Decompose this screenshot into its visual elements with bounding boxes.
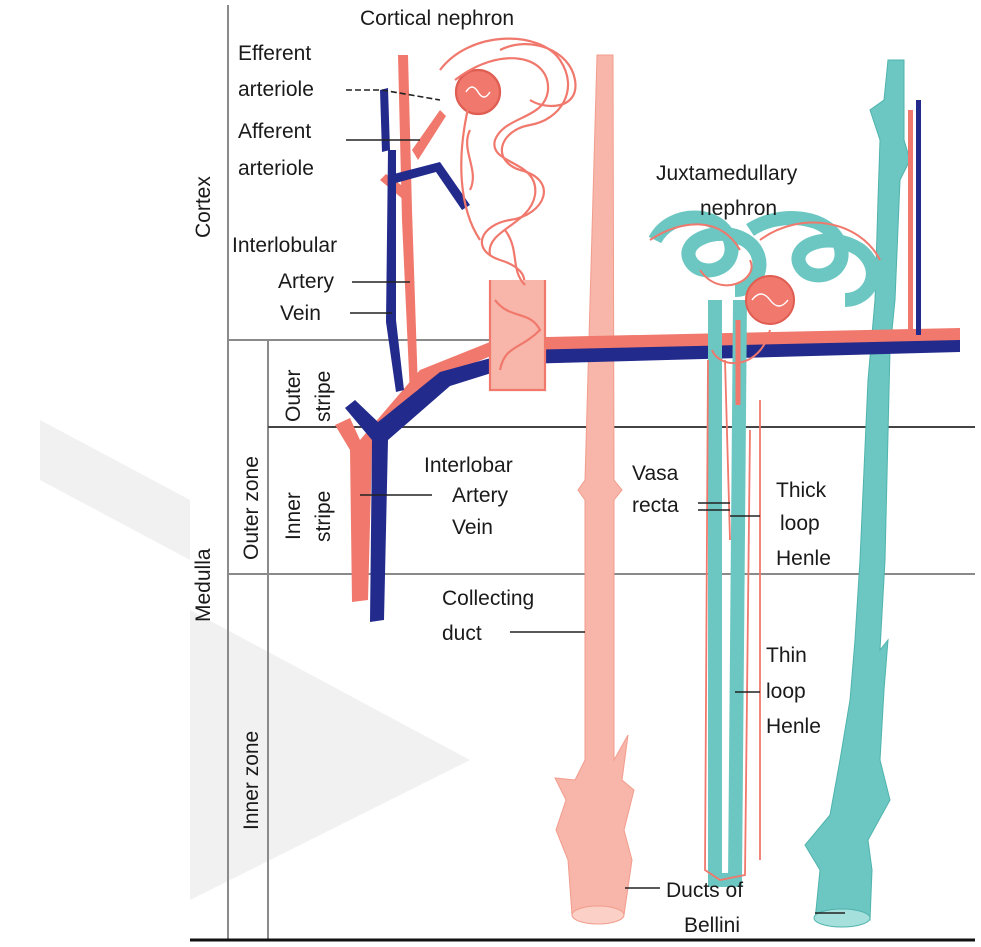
label-collecting-2: duct [442, 622, 482, 645]
label-interlobular-artery: Artery [278, 270, 335, 293]
label-afferent-2: arteriole [238, 157, 314, 180]
label-interlobular-vein: Vein [280, 302, 321, 325]
label-interlobar-vein: Vein [452, 516, 493, 539]
label-thin-3: Henle [766, 715, 821, 738]
collecting-duct [555, 55, 634, 924]
label-bellini-2: Bellini [684, 914, 740, 937]
stripe-label-inner-1: Inner [282, 492, 305, 540]
label-thick-3: Henle [776, 547, 831, 570]
label-vasa-1: Vasa [632, 462, 679, 485]
label-efferent-2: arteriole [238, 78, 314, 101]
zone-label-cortex: Cortex [192, 176, 215, 238]
zone-label-inner-zone: Inner zone [240, 731, 263, 830]
label-thick-1: Thick [776, 479, 827, 502]
label-afferent-1: Afferent [238, 120, 311, 143]
interlobular-vessels [380, 55, 470, 395]
label-bellini-1: Ducts of [666, 879, 743, 902]
label-vasa-2: recta [632, 494, 679, 517]
label-interlobar-artery: Artery [452, 484, 509, 507]
label-thick-2: loop [780, 512, 820, 535]
zone-label-medulla: Medulla [192, 548, 215, 622]
label-juxta-1: Juxtamedullary [656, 162, 798, 185]
stripe-label-outer-1: Outer [282, 369, 305, 422]
right-vessels [908, 100, 921, 335]
label-cortical-nephron: Cortical nephron [360, 7, 514, 30]
label-thin-1: Thin [766, 644, 807, 667]
stripe-label-outer-2: stripe [312, 371, 335, 422]
label-interlobar: Interlobar [424, 454, 513, 477]
zone-label-outer-zone: Outer zone [240, 456, 263, 560]
label-efferent-1: Efferent [238, 42, 311, 65]
label-juxta-2: nephron [700, 197, 777, 220]
label-collecting-1: Collecting [442, 587, 534, 610]
label-thin-2: loop [766, 680, 806, 703]
stripe-label-inner-2: stripe [312, 491, 335, 542]
label-interlobular: Interlobular [232, 234, 337, 257]
